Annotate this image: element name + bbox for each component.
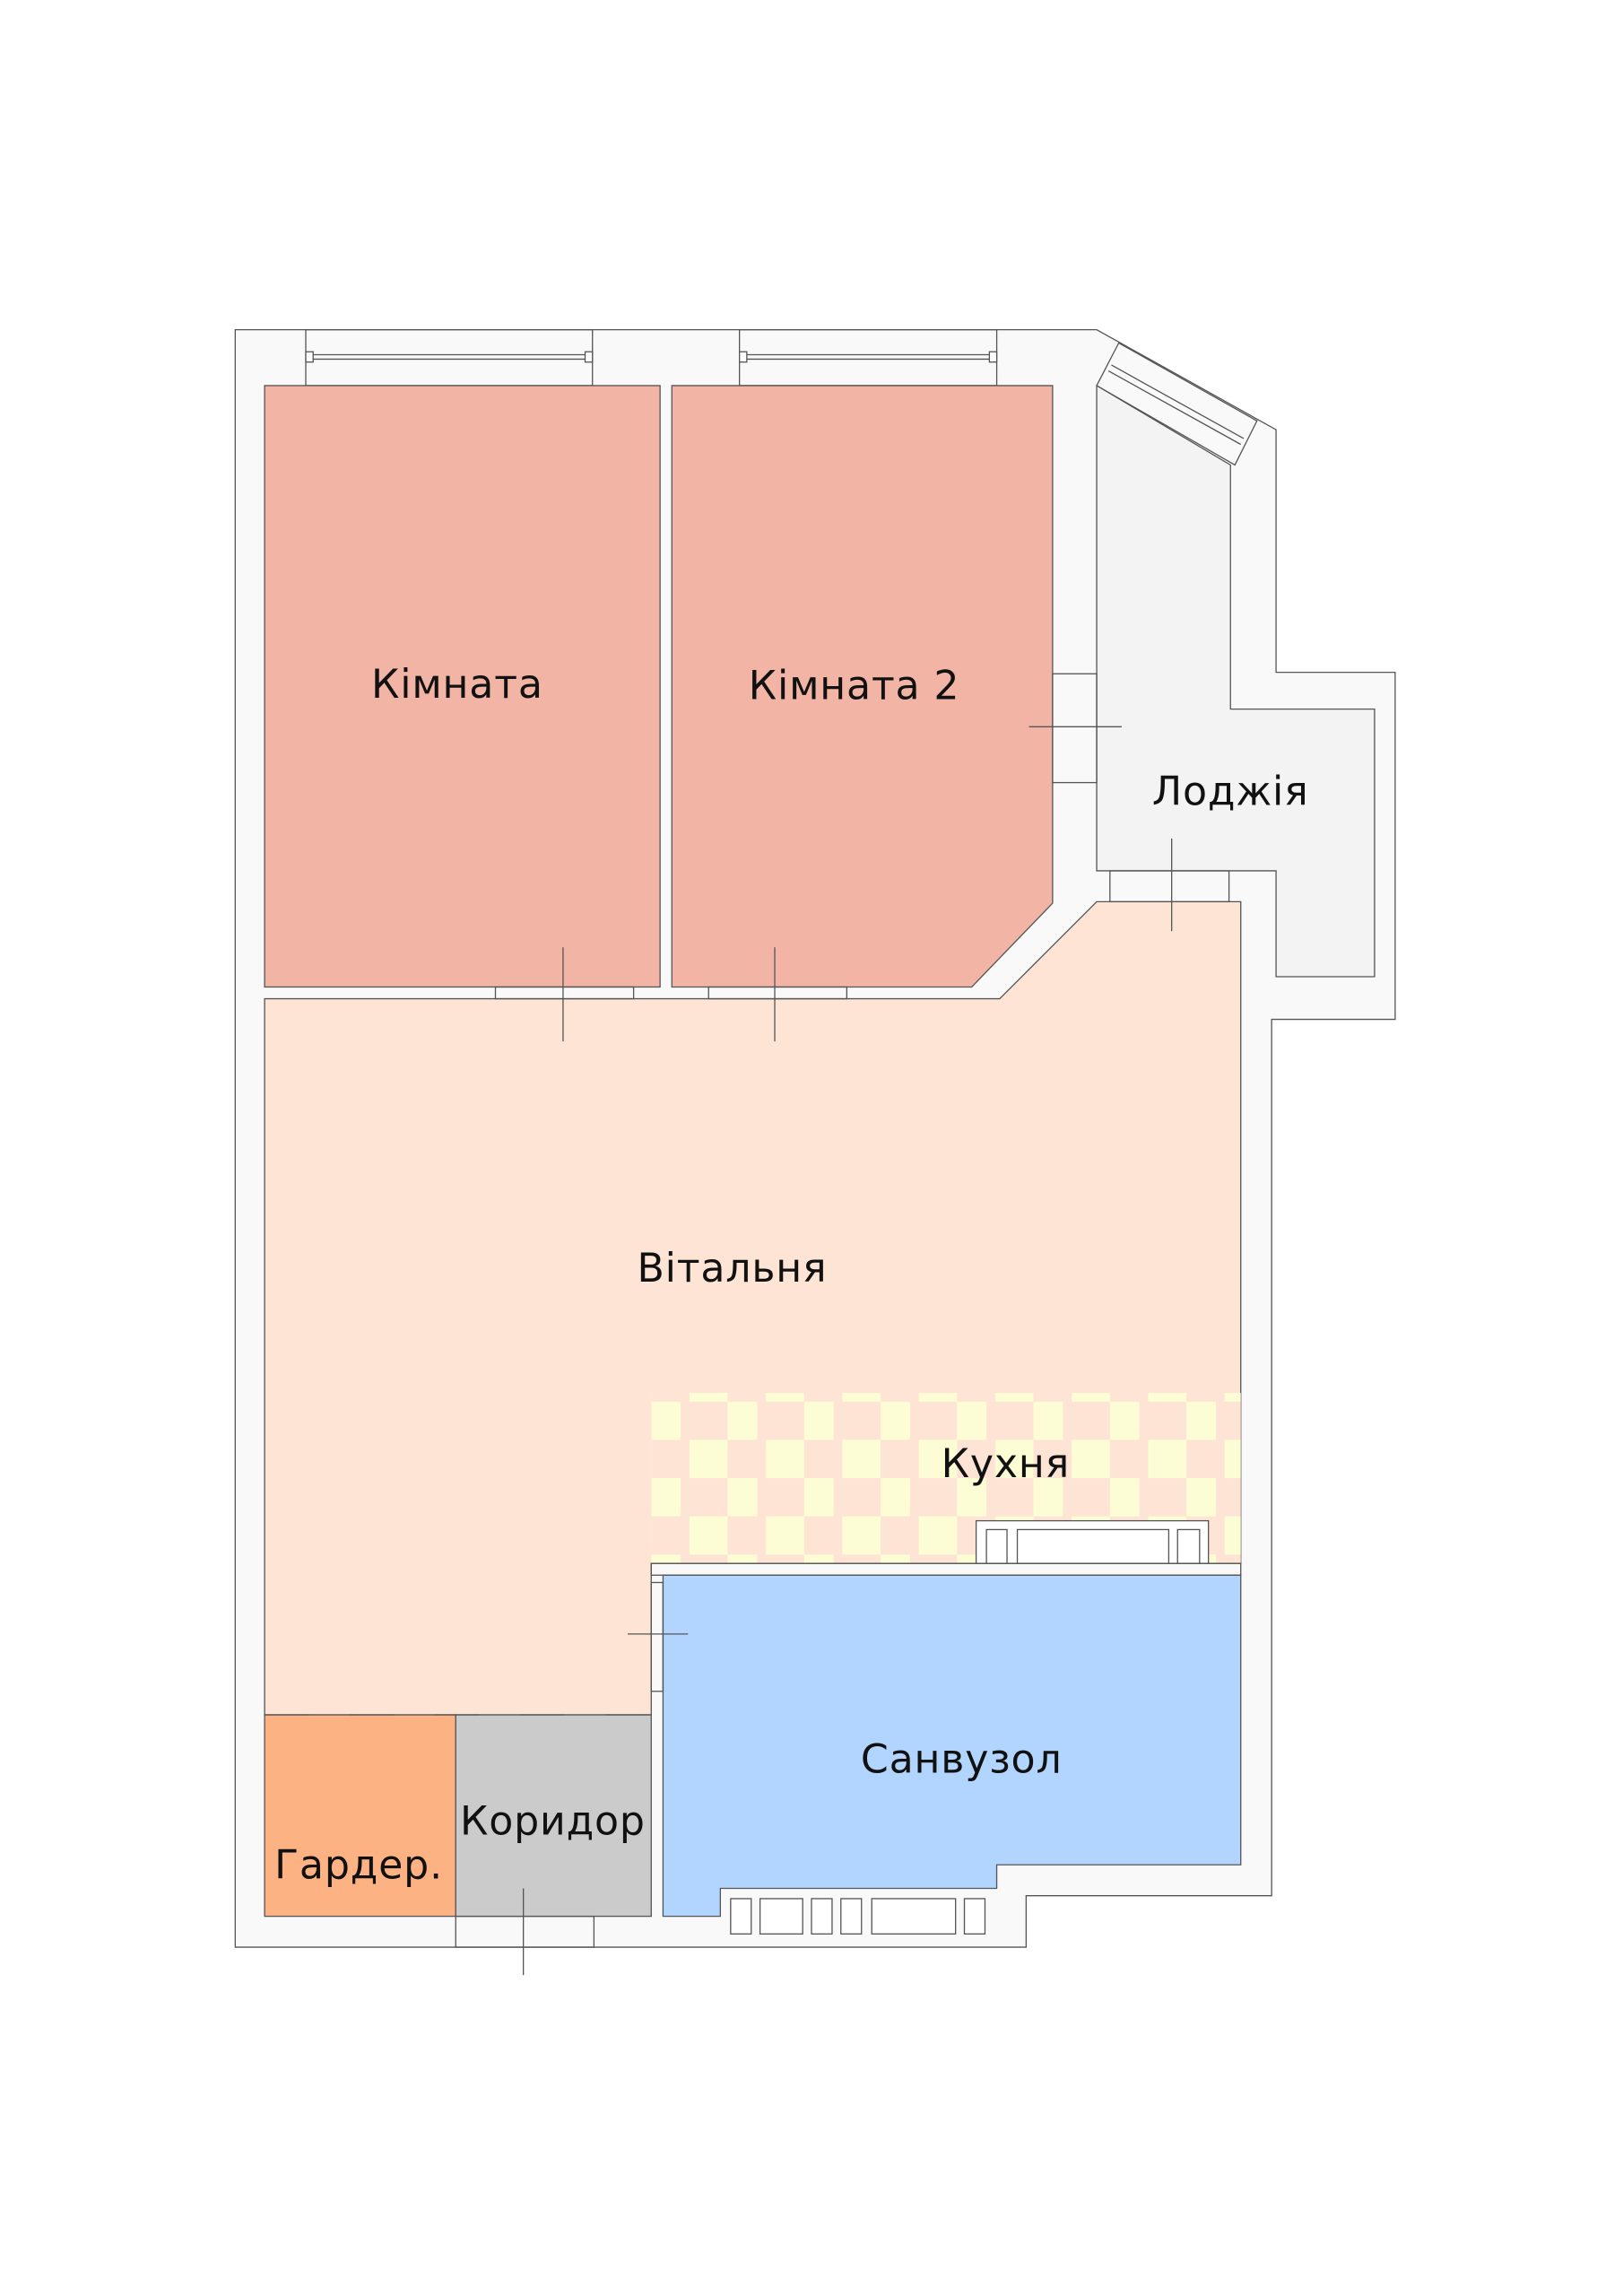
bathroom-fixtures (730, 1898, 986, 1935)
window-loggia (1096, 342, 1258, 466)
doorway-room2 (707, 986, 848, 1000)
room-bedroom-1 (264, 385, 661, 988)
label-corridor: Коридор (460, 1798, 646, 1844)
doorway-loggia (1109, 870, 1230, 903)
label-bathroom: Санвузол (861, 1736, 1063, 1782)
label-wardrobe: Гардер. (274, 1843, 443, 1889)
label-loggia: Лоджія (1152, 770, 1309, 815)
kitchen-counter (975, 1519, 1210, 1564)
label-living: Вітальня (637, 1246, 827, 1292)
label-room1: Кімната (371, 662, 543, 708)
room-bathroom (662, 1574, 1242, 1918)
entrance-door (455, 1915, 595, 1948)
room-bedroom-2 (671, 385, 1054, 988)
label-kitchen: Кухня (942, 1441, 1070, 1487)
doorway-room1 (494, 986, 635, 1000)
doorway-bathroom (650, 1581, 664, 1692)
label-room2: Кімната 2 (749, 664, 960, 709)
room-wardrobe (264, 1714, 456, 1918)
window-room2 (739, 328, 998, 387)
doorway-loggia-room2 (1052, 673, 1098, 784)
